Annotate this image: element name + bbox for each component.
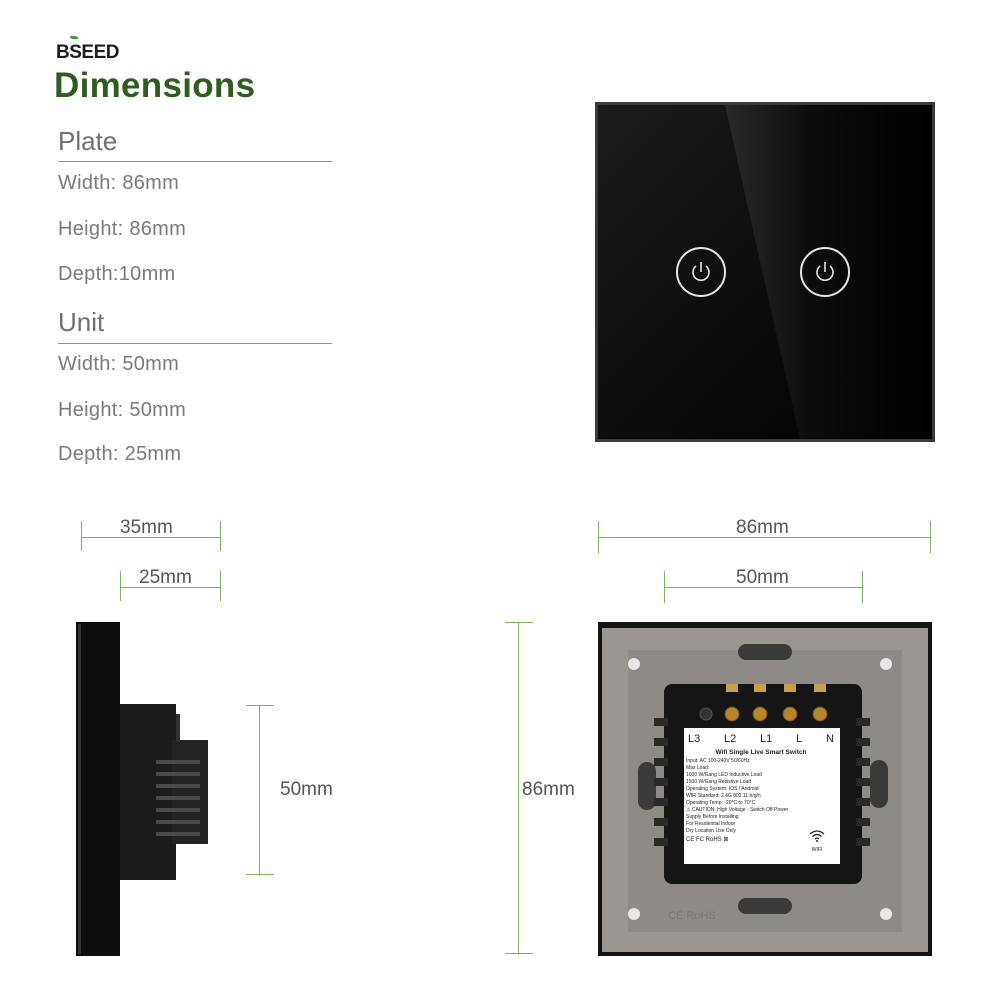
terminal-l1: L1 [760, 733, 773, 745]
label-line: Max Load: [686, 765, 710, 771]
power-touch-button-right[interactable] [800, 247, 850, 297]
terminal-n: N [826, 733, 834, 745]
side-total-depth-label: 35mm [120, 517, 173, 538]
svg-text:CE RoHS: CE RoHS [668, 910, 716, 922]
unit-width: Width: 50mm [58, 353, 180, 375]
brand-logo: BSEED [56, 33, 119, 64]
dim-tick [220, 521, 221, 551]
dim-tick [505, 953, 533, 954]
label-title: Wifi Single Live Smart Switch [715, 749, 807, 756]
page-title: Dimensions [54, 66, 256, 105]
certification-marks: CE FC RoHS ⊠ [686, 837, 729, 843]
back-plate-width-line [598, 537, 931, 538]
dim-tick [120, 571, 121, 601]
wifi-caption: WIFI [811, 847, 823, 853]
label-line: Operating System: IOS / Android [686, 786, 759, 792]
dim-tick [81, 521, 82, 551]
dim-tick [246, 705, 274, 706]
dim-tick [220, 571, 221, 601]
back-plate-width-label: 86mm [736, 517, 789, 538]
label-lines: Input: AC 100-240V 50/60Hz Max Load: 100… [686, 758, 804, 844]
terminal-labels: L3 L2 L1 L N [686, 733, 836, 745]
terminal-l3: L3 [688, 733, 701, 745]
dim-tick [862, 571, 863, 603]
label-line: Operating Temp: -20°C to 70°C [686, 800, 756, 806]
wifi-badge: WIFI [802, 829, 832, 853]
side-unit-height-line [259, 705, 260, 875]
label-line: WIFI Standard: 2.4G 802.11 b/g/n [686, 793, 761, 799]
plate-height: Height: 86mm [58, 218, 187, 240]
terminal-l2: L2 [724, 733, 737, 745]
unit-divider [58, 343, 332, 344]
dim-tick [246, 874, 274, 875]
unit-depth: Depth: 25mm [58, 443, 182, 465]
side-unit-height-label: 50mm [280, 779, 333, 800]
dim-tick [598, 521, 599, 553]
plate-width: Width: 86mm [58, 172, 180, 194]
power-icon [816, 265, 834, 281]
side-unit-depth-label: 25mm [139, 567, 192, 588]
back-spec-label: L3 L2 L1 L N Wifi Single Live Smart Swit… [686, 733, 836, 861]
side-total-depth-line [81, 537, 221, 538]
dim-tick [930, 521, 931, 553]
back-unit-width-label: 50mm [736, 567, 789, 588]
switch-side-view [76, 622, 208, 956]
label-line: 1000 W/Gang LED Inductive Load [686, 772, 762, 778]
switch-back-view: CE RoHS [598, 622, 932, 956]
label-line: Input: AC 100-240V 50/60Hz [686, 758, 750, 764]
side-unit-depth-line [120, 587, 221, 588]
plate-depth: Depth:10mm [58, 263, 176, 285]
label-line: Supply Before Installing [686, 814, 739, 820]
leaf-icon [69, 33, 79, 42]
plate-divider [58, 161, 332, 162]
label-line: ⚠ CAUTION: High Voltage - Switch Off Pow… [686, 807, 789, 813]
back-plate-height-label: 86mm [522, 779, 575, 800]
label-line: Dry Location Use Only [686, 828, 737, 834]
back-unit-width-line [665, 587, 863, 588]
unit-section-title: Unit [58, 307, 105, 337]
switch-front-panel [595, 102, 935, 442]
plate-section-title: Plate [58, 126, 118, 156]
wifi-icon [809, 830, 825, 842]
power-icon [692, 265, 710, 281]
power-touch-button-left[interactable] [676, 247, 726, 297]
unit-height: Height: 50mm [58, 399, 187, 421]
label-line: For Residential Indoor [686, 821, 736, 827]
dim-tick [664, 571, 665, 603]
label-line: 1500 W/Gang Resistive Load [686, 779, 752, 785]
back-plate-height-line [518, 622, 519, 954]
brand-logo-text: BSEED [56, 42, 119, 63]
dim-tick [505, 622, 533, 623]
terminal-l: L [796, 733, 803, 745]
